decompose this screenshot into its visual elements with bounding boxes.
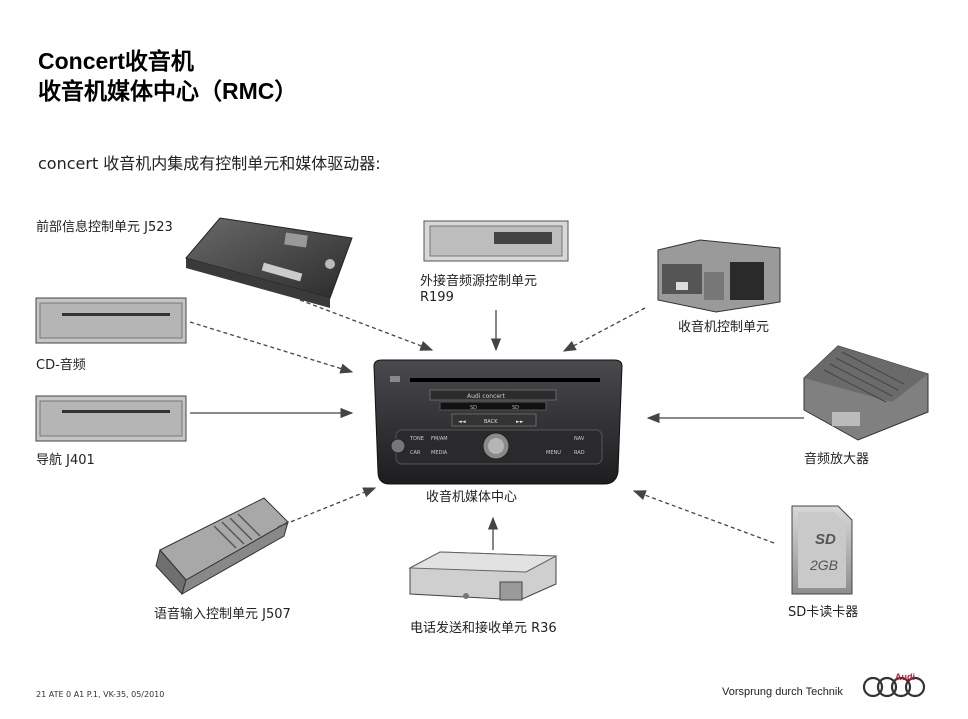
j523-device-image bbox=[185, 217, 353, 308]
label-j523: 前部信息控制单元 J523 bbox=[36, 220, 173, 235]
label-rmc: 收音机媒体中心 bbox=[426, 490, 518, 505]
label-sd-reader: SD卡读卡器 bbox=[788, 605, 859, 620]
phone-device-image bbox=[408, 551, 558, 601]
radio-right-button-2: MENU bbox=[546, 450, 561, 456]
label-phone: 电话发送和接收单元 R36 bbox=[410, 621, 557, 636]
label-voice-input: 语音输入控制单元 J507 bbox=[154, 607, 291, 622]
radio-left-button-1: TONE bbox=[409, 436, 424, 442]
radio-left-button-2: FM/AM bbox=[431, 436, 448, 442]
label-nav: 导航 J401 bbox=[36, 453, 95, 468]
arrow-j523 bbox=[299, 299, 434, 351]
radio-brand-text: Audi concert bbox=[467, 393, 506, 400]
radio-mid-button-2: BACK bbox=[484, 419, 498, 425]
footer-brand: Audi bbox=[895, 672, 915, 682]
radio-media-center-image: Audi concert SD SD ◄◄ BACK ►► TONE FM/AM… bbox=[373, 359, 623, 485]
title-line-1: Concert收音机 bbox=[38, 48, 194, 74]
label-amplifier: 音频放大器 bbox=[804, 452, 870, 467]
arrow-radio-control bbox=[562, 307, 646, 352]
audi-rings-logo bbox=[862, 676, 926, 698]
footer-reference: 21 ATE 0 A1 P.1, VK-35, 05/2010 bbox=[36, 690, 165, 699]
nav-device-image bbox=[35, 395, 187, 442]
r199-device-image bbox=[423, 220, 569, 262]
sd-card-logo: SD bbox=[815, 531, 836, 548]
footer-slogan: Vorsprung durch Technik bbox=[722, 686, 843, 698]
label-r199-line1: 外接音频源控制单元 bbox=[420, 274, 538, 289]
radio-mid-button-3: ►► bbox=[516, 419, 524, 425]
label-radio-control: 收音机控制单元 bbox=[678, 320, 770, 335]
arrow-sd bbox=[632, 490, 775, 544]
title-line-2: 收音机媒体中心（RMC） bbox=[38, 78, 298, 104]
arrow-voice bbox=[277, 487, 377, 528]
radio-mid-button-1: ◄◄ bbox=[458, 419, 466, 425]
voice-input-device-image bbox=[155, 497, 289, 596]
subtitle: concert 收音机内集成有控制单元和媒体驱动器: bbox=[38, 154, 381, 173]
radio-top-button-2: SD bbox=[512, 405, 519, 411]
sd-card-capacity: 2GB bbox=[809, 557, 838, 573]
radio-right-button-3: RAD bbox=[574, 450, 585, 456]
radio-top-button-1: SD bbox=[470, 405, 477, 411]
radio-left-button-3: CAR bbox=[410, 450, 421, 456]
label-r199-line2: R199 bbox=[420, 290, 454, 305]
cd-audio-device-image bbox=[35, 297, 187, 344]
radio-control-unit-image bbox=[657, 239, 781, 313]
label-cd-audio: CD-音频 bbox=[36, 358, 86, 373]
radio-left-button-4: MEDIA bbox=[431, 450, 448, 456]
radio-right-button-1: NAV bbox=[574, 436, 585, 442]
page-title: Concert收音机 收音机媒体中心（RMC） bbox=[38, 46, 297, 106]
arrow-cd bbox=[189, 321, 354, 374]
amplifier-device-image bbox=[803, 345, 929, 441]
sd-card-image: SD 2GB bbox=[791, 505, 853, 595]
